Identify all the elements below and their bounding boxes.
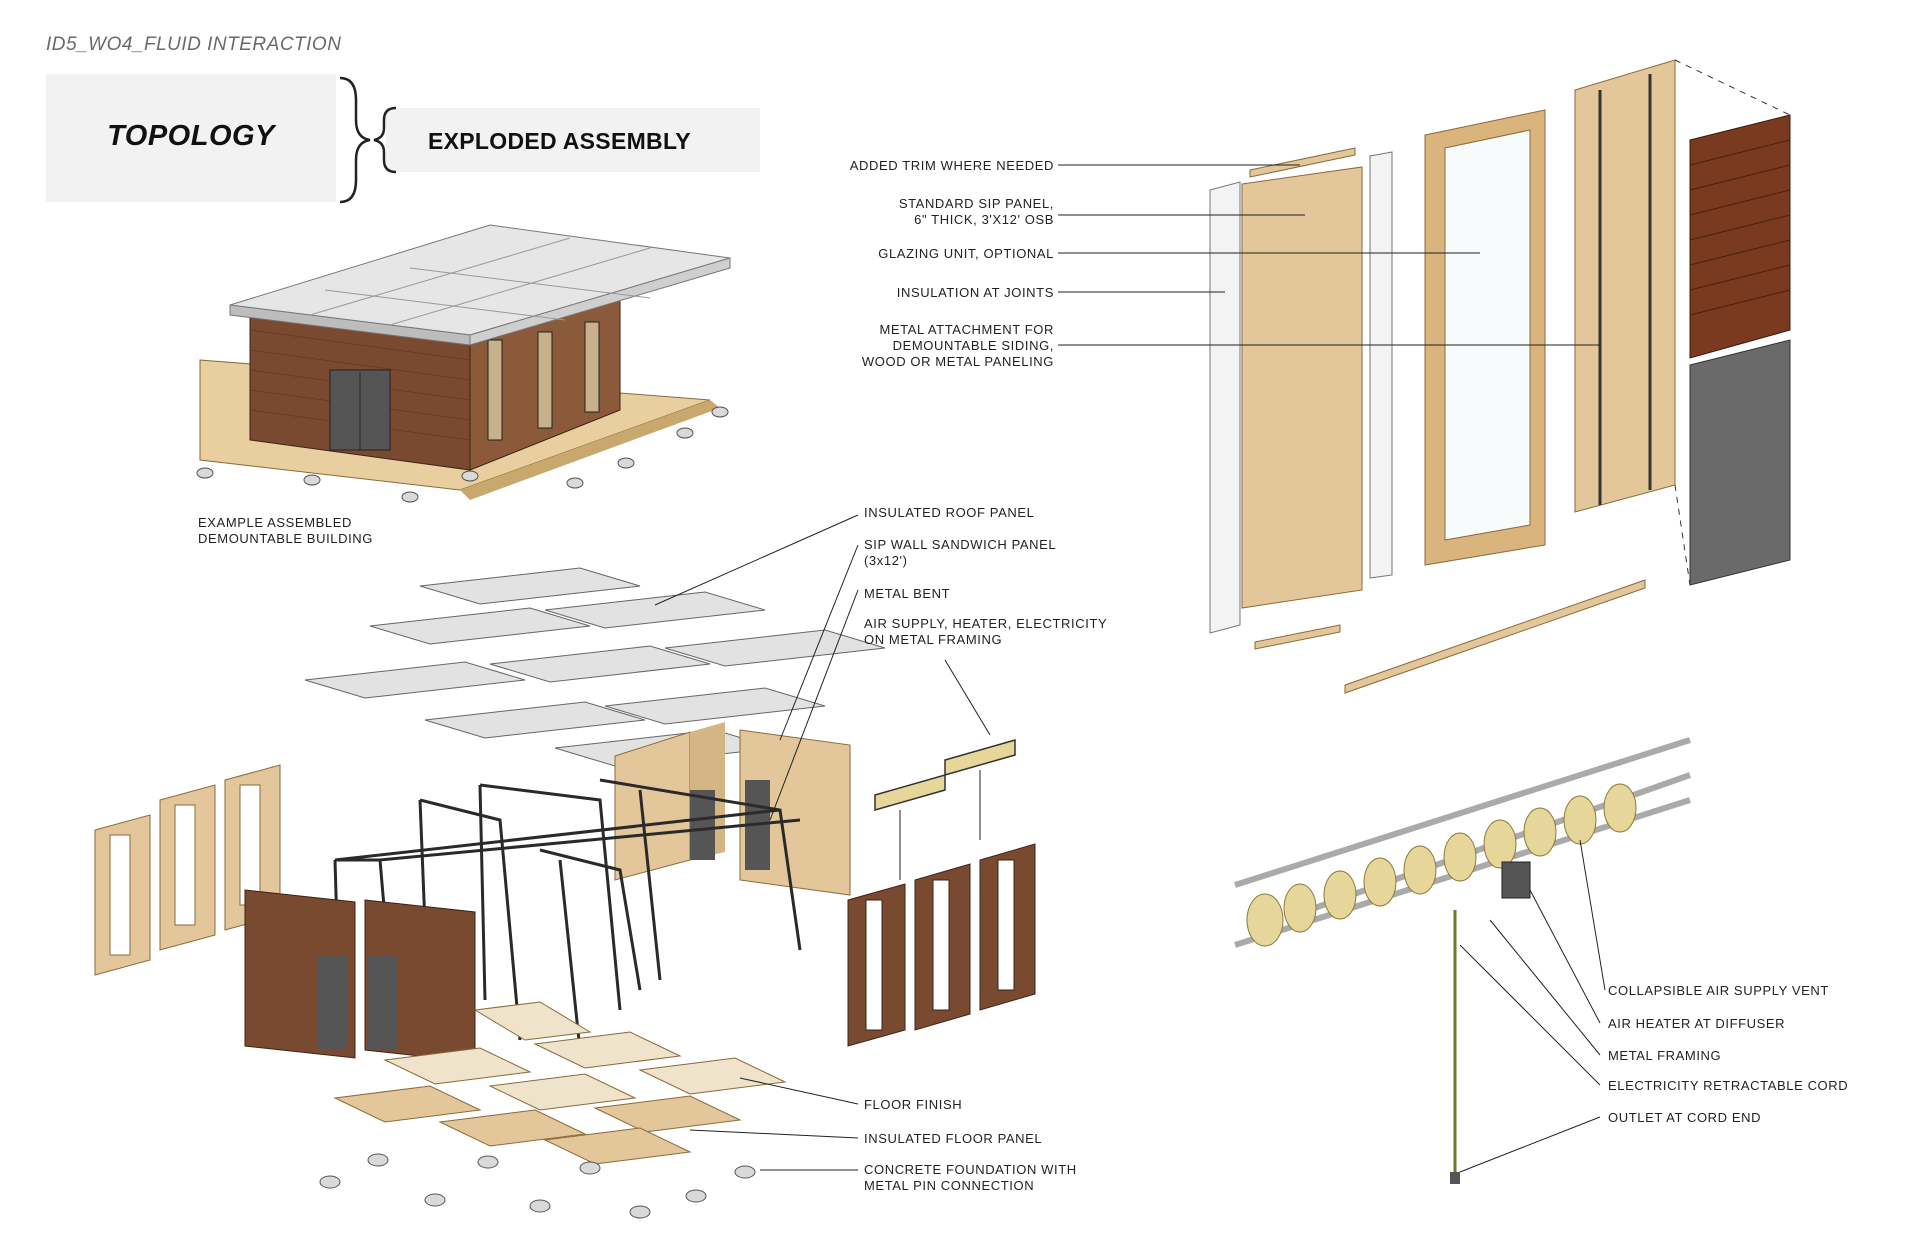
leader-roof bbox=[654, 514, 859, 606]
exploded-window-walls-right bbox=[847, 843, 1036, 1047]
label-metal-line3: WOOD OR METAL PANELING bbox=[861, 354, 1054, 369]
concrete-foundations bbox=[319, 1153, 756, 1219]
leader-air-supply bbox=[944, 659, 991, 736]
insulated-floor-panels bbox=[333, 1085, 742, 1165]
label-outlet: OUTLET AT CORD END bbox=[1608, 1110, 1762, 1125]
air-supply-units bbox=[874, 739, 1016, 811]
label-metal-bent: METAL BENT bbox=[864, 586, 951, 601]
topology-title: TOPOLOGY bbox=[107, 120, 275, 152]
floor-finish bbox=[383, 1001, 787, 1111]
assembled-caption-line1: EXAMPLE ASSEMBLED bbox=[198, 515, 352, 530]
label-trim: ADDED TRIM WHERE NEEDED bbox=[849, 158, 1054, 173]
leader-insulated-floor bbox=[689, 1129, 859, 1139]
topology-panel: TOPOLOGY bbox=[46, 74, 336, 202]
exploded-roof-panels bbox=[304, 567, 886, 767]
label-foundation-line1: CONCRETE FOUNDATION WITH bbox=[864, 1162, 1077, 1177]
assembled-caption-line2: DEMOUNTABLE BUILDING bbox=[198, 531, 374, 546]
label-insulation: INSULATION AT JOINTS bbox=[896, 285, 1054, 300]
exploded-assembly-panel: EXPLODED ASSEMBLY bbox=[386, 108, 760, 172]
label-foundation-line2: METAL PIN CONNECTION bbox=[864, 1178, 1035, 1193]
exploded-assembly-title: EXPLODED ASSEMBLY bbox=[428, 128, 691, 154]
leader-sip-wall bbox=[779, 544, 859, 741]
label-cord: ELECTRICITY RETRACTABLE CORD bbox=[1608, 1078, 1849, 1093]
brace-left bbox=[339, 76, 371, 204]
exploded-window-walls-left bbox=[94, 764, 281, 976]
assembled-building bbox=[196, 224, 731, 503]
label-insulated-floor: INSULATED FLOOR PANEL bbox=[864, 1131, 1043, 1146]
service-assembly bbox=[1234, 737, 1692, 1184]
wall-assembly bbox=[1209, 59, 1791, 694]
label-sip-line2: 6" THICK, 3'X12' OSB bbox=[914, 212, 1054, 227]
exploded-rear-walls bbox=[614, 722, 851, 896]
wall-leaders bbox=[1058, 164, 1600, 346]
label-sip-wall-line2: (3x12') bbox=[864, 553, 908, 568]
label-roof-panel: INSULATED ROOF PANEL bbox=[864, 505, 1035, 520]
exploded-front-walls bbox=[244, 889, 476, 1063]
label-glazing: GLAZING UNIT, OPTIONAL bbox=[878, 246, 1054, 261]
label-floor-finish: FLOOR FINISH bbox=[864, 1097, 963, 1112]
label-metal-line2: DEMOUNTABLE SIDING, bbox=[892, 338, 1054, 353]
service-leaders bbox=[1459, 839, 1606, 1173]
label-heater: AIR HEATER AT DIFFUSER bbox=[1608, 1016, 1786, 1031]
label-framing: METAL FRAMING bbox=[1608, 1048, 1722, 1063]
drawing-tag: ID5_WO4_FLUID INTERACTION bbox=[46, 34, 342, 55]
label-sip-line1: STANDARD SIP PANEL, bbox=[898, 196, 1054, 211]
label-vent: COLLAPSIBLE AIR SUPPLY VENT bbox=[1608, 983, 1829, 998]
label-air-supply-line2: ON METAL FRAMING bbox=[864, 632, 1003, 647]
label-sip-wall-line1: SIP WALL SANDWICH PANEL bbox=[864, 537, 1057, 552]
leader-metal-bent bbox=[769, 589, 859, 821]
label-metal-line1: METAL ATTACHMENT FOR bbox=[879, 322, 1054, 337]
leader-floor-finish bbox=[739, 1077, 859, 1105]
label-air-supply-line1: AIR SUPPLY, HEATER, ELECTRICITY bbox=[864, 616, 1108, 631]
brace-right bbox=[373, 106, 397, 174]
